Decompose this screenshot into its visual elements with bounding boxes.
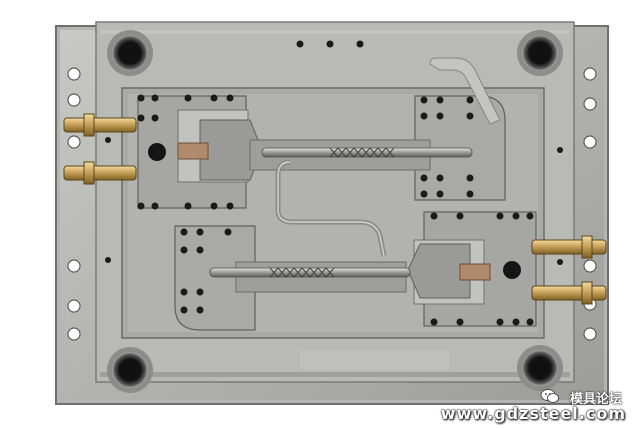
upper-part-cavity bbox=[249, 139, 473, 257]
left-edge-holes bbox=[67, 67, 81, 341]
upper-left-slide bbox=[137, 95, 263, 209]
guide-pin-holes bbox=[107, 30, 563, 393]
left-water-fittings bbox=[63, 113, 137, 185]
bolt-holes bbox=[105, 40, 563, 326]
watermark-title: 模具论坛 bbox=[569, 392, 622, 407]
lower-left-block bbox=[174, 225, 256, 331]
lower-right-slide bbox=[407, 211, 537, 327]
lower-part-cavity bbox=[209, 261, 411, 293]
watermark: 模具论坛 www.gdzsteel.com bbox=[380, 386, 630, 424]
wechat-icon bbox=[540, 389, 559, 403]
watermark-url: www.gdzsteel.com bbox=[440, 404, 626, 423]
right-water-fittings bbox=[531, 235, 607, 305]
right-edge-holes bbox=[583, 67, 597, 341]
